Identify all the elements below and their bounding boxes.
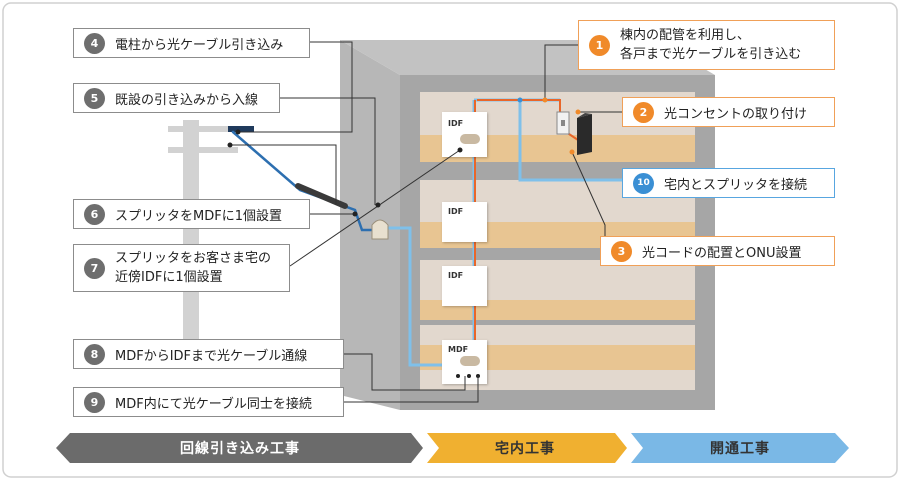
idf-label-3: IDF: [448, 207, 463, 216]
step-badge-7: 7: [84, 257, 105, 279]
leader-dots-blue: [517, 97, 523, 103]
step-badge-6: 6: [84, 203, 105, 225]
callout-1-line1: 棟内の配管を利用し、: [620, 28, 751, 43]
callout-9-text: MDF内にて光ケーブル同士を接続: [115, 396, 312, 412]
callout-6: 6 スプリッタをMDFに1個設置: [73, 199, 310, 229]
callout-4: 4 電柱から光ケーブル引き込み: [73, 28, 310, 58]
optical-outlet: [556, 111, 570, 135]
callout-10-text: 宅内とスプリッタを接続: [664, 177, 808, 193]
utility-pole: [168, 120, 254, 360]
idf-label-2: IDF: [448, 271, 463, 280]
phase-label-1: 回線引き込み工事: [180, 441, 300, 457]
splitter-cable-bundle: [295, 183, 348, 209]
step-badge-2: 2: [633, 101, 654, 123]
idf-box-4: IDF: [442, 112, 487, 157]
callout-7: 7 スプリッタをお客さま宅の 近傍IDFに1個設置: [73, 244, 290, 292]
idf-box-2: IDF: [442, 266, 487, 306]
mdf-label: MDF: [448, 345, 468, 354]
callout-10: 10 宅内とスプリッタを接続: [622, 168, 835, 198]
phase-band-1: [56, 433, 423, 463]
phase-band-2: [427, 433, 627, 463]
phase-label-3: 開通工事: [710, 441, 770, 457]
callout-2: 2 光コンセントの取り付け: [622, 97, 835, 127]
phase-band-3: [631, 433, 849, 463]
onu-device: [577, 113, 592, 155]
pole-cable-clamp: [228, 126, 254, 132]
step-badge-3: 3: [611, 240, 632, 262]
splitter-closure: [371, 219, 389, 240]
step-badge-10: 10: [633, 172, 654, 194]
callout-3: 3 光コードの配置とONU設置: [600, 236, 835, 266]
idf-box-3: IDF: [442, 202, 487, 242]
callout-7-line1: スプリッタをお客さま宅の: [115, 251, 272, 266]
callout-5: 5 既設の引き込みから入線: [73, 83, 280, 113]
callout-4-text: 電柱から光ケーブル引き込み: [115, 37, 284, 53]
callout-8-text: MDFからIDFまで光ケーブル通線: [115, 348, 308, 364]
drop-cable: [231, 130, 382, 232]
step-badge-8: 8: [84, 343, 105, 365]
step-badge-5: 5: [84, 87, 105, 109]
callout-2-text: 光コンセントの取り付け: [664, 106, 808, 122]
idf-label-4: IDF: [448, 119, 463, 128]
callout-6-text: スプリッタをMDFに1個設置: [115, 208, 282, 224]
step-badge-4: 4: [84, 32, 105, 54]
step-badge-1: 1: [589, 34, 610, 56]
callout-5-text: 既設の引き込みから入線: [115, 92, 259, 108]
step-badge-9: 9: [84, 391, 105, 413]
building: [340, 40, 715, 410]
leader-dots-orange: [542, 97, 581, 155]
callout-9: 9 MDF内にて光ケーブル同士を接続: [73, 387, 344, 417]
callout-1-line2: 各戸まで光ケーブルを引き込む: [620, 47, 802, 62]
leader-dots: [227, 129, 463, 217]
callout-3-text: 光コードの配置とONU設置: [642, 245, 802, 261]
callout-1: 1 棟内の配管を利用し、 各戸まで光ケーブルを引き込む: [578, 20, 835, 70]
phase-label-2: 宅内工事: [495, 441, 555, 457]
callout-7-line2: 近傍IDFに1個設置: [115, 270, 223, 285]
callout-8: 8 MDFからIDFまで光ケーブル通線: [73, 339, 344, 369]
